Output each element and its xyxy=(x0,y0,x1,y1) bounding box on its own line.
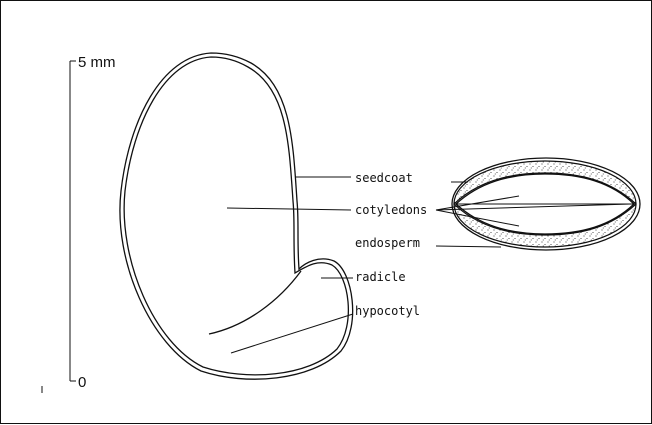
seed-coat-inner-outline xyxy=(124,57,348,375)
seed-longitudinal-section xyxy=(120,53,353,379)
endosperm-leader-right xyxy=(436,246,501,247)
seed-coat-outline xyxy=(120,53,353,379)
scale-bar: 5 mm 0 xyxy=(70,54,116,391)
label-hypocotyl: hypocotyl xyxy=(355,304,420,318)
scale-bottom-label: 0 xyxy=(78,374,86,391)
labels: seedcoat cotyledons endosperm radicle hy… xyxy=(355,171,427,318)
label-endosperm: endosperm xyxy=(355,236,420,250)
seed-cross-section xyxy=(436,158,640,250)
label-seedcoat: seedcoat xyxy=(355,171,413,185)
label-cotyledons: cotyledons xyxy=(355,203,427,217)
label-radicle: radicle xyxy=(355,270,406,284)
hypocotyl-leader xyxy=(231,314,353,353)
embryo-axis-outline xyxy=(209,271,301,334)
scale-top-label: 5 mm xyxy=(78,54,116,71)
cotyledons-leader-left xyxy=(227,208,351,210)
